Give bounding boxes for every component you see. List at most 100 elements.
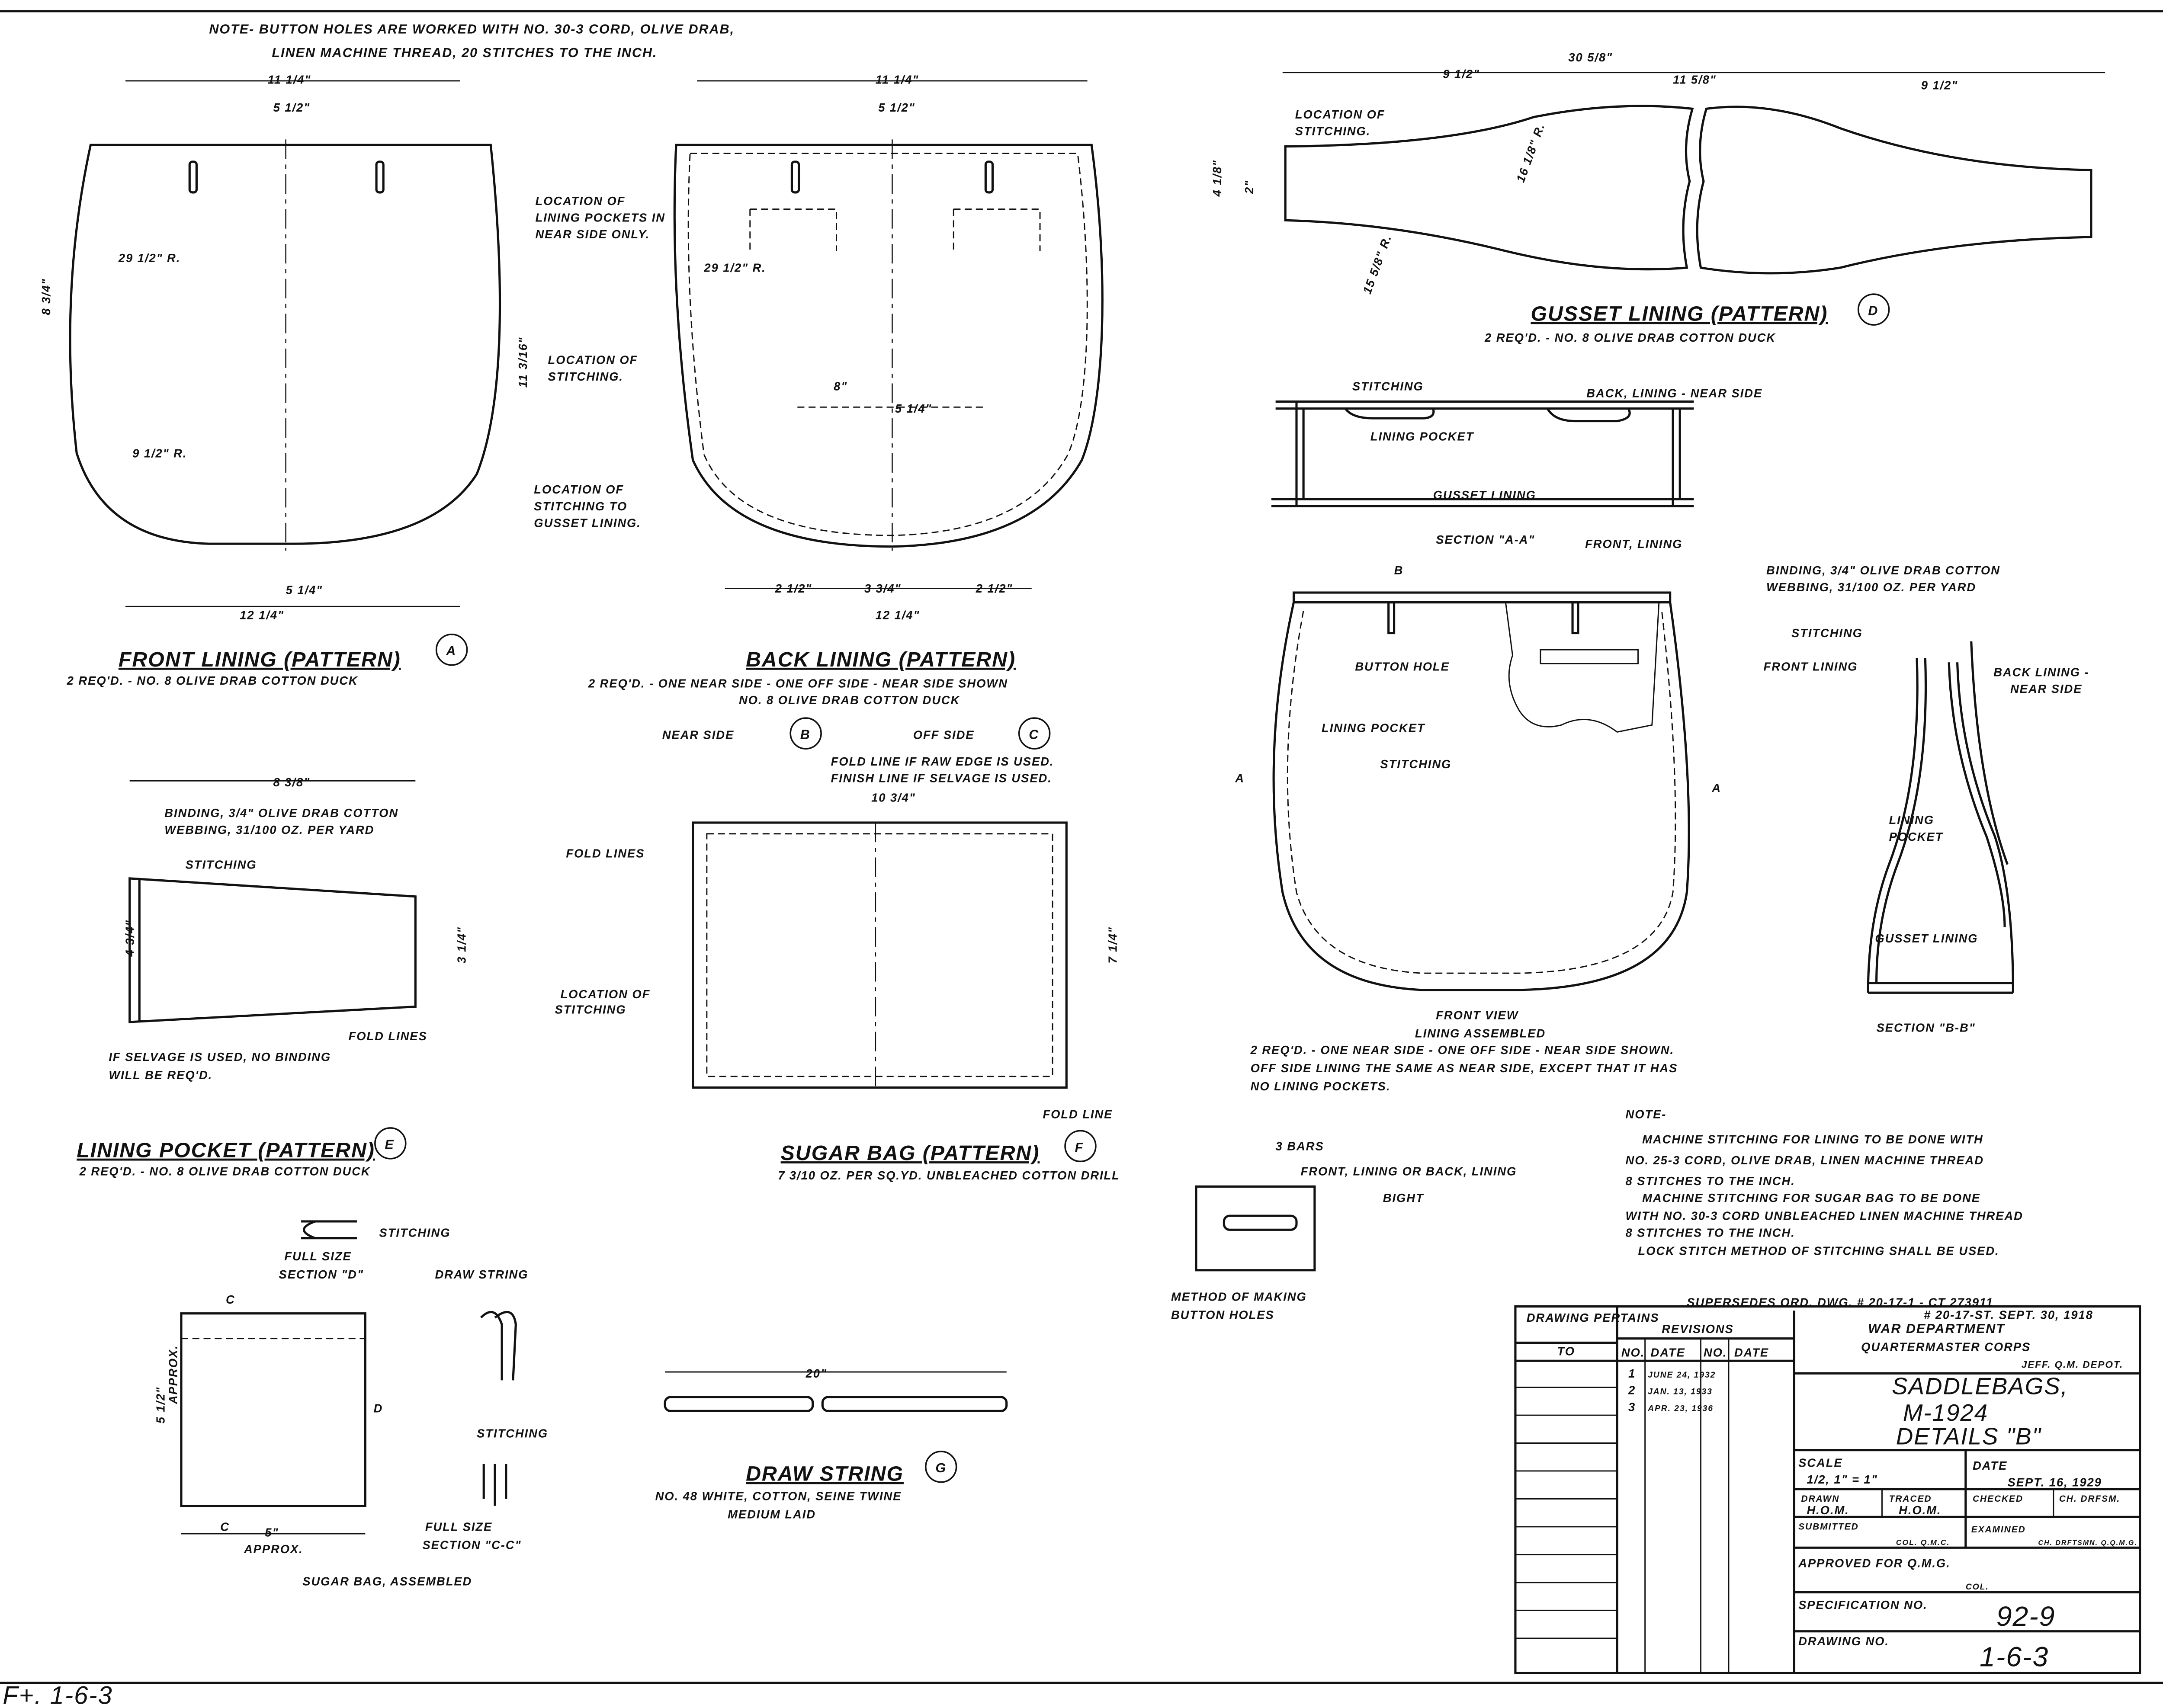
note-line: NO. 25-3 CORD, OLIVE DRAB, LINEN MACHINE…: [1626, 1154, 1984, 1167]
button-hole-swatch: [1195, 1185, 1316, 1272]
off-side-letter: C: [1029, 727, 1039, 742]
sba-draw-string: DRAW STRING: [435, 1268, 528, 1281]
top-note-line2: LINEN MACHINE THREAD, 20 STITCHES TO THE…: [272, 45, 657, 60]
button-hole-method: 3 BARS FRONT, LINING OR BACK, LINING BIG…: [1171, 1140, 1516, 1322]
button-hole-mark: [375, 160, 385, 194]
rev-date: JUNE 24, 1932: [1648, 1371, 1716, 1380]
sba-title: SUGAR BAG, ASSEMBLED: [302, 1574, 472, 1588]
note-line: 8 STITCHES TO THE INCH.: [1626, 1174, 1795, 1188]
back-dim-right: 2 1/2": [976, 582, 1013, 595]
tb-submitted-title: COL. Q.M.C.: [1896, 1538, 1950, 1547]
sugar-bag-pattern: NEAR SIDE B OFF SIDE C FOLD LINE IF RAW …: [555, 717, 1119, 1182]
sba-marker-c-bottom: C: [220, 1520, 230, 1534]
callout-circle: [435, 633, 468, 666]
pocket-dim-left: 4 3/4": [123, 920, 136, 957]
pocket-dim-right: 3 1/4": [455, 926, 468, 963]
gusset-dim-radius2: 15 5/8" R.: [1360, 233, 1394, 295]
aa-back-lining: BACK, LINING - NEAR SIDE: [1586, 387, 1762, 400]
section-b-b-profile: [1867, 641, 2014, 993]
back-lining-subtitle1: 2 REQ'D. - ONE NEAR SIDE - ONE OFF SIDE …: [588, 676, 1008, 690]
button-hole: [1387, 601, 1396, 634]
pocket-location-marks: [749, 208, 1041, 251]
gusset-lining-pattern: 9 1/2" 30 5/8" 11 5/8" 9 1/2" 4 1/8" 2" …: [1210, 51, 2105, 344]
front-lining-pattern: 11 1/4" 5 1/2" 29 1/2" R. 9 1/2" R. 5 1/…: [39, 73, 501, 687]
sugar-fold-line: FOLD LINE: [1043, 1107, 1113, 1121]
callout-circle: [1857, 293, 1890, 326]
section-a-a: STITCHING BACK, LINING - NEAR SIDE LININ…: [1271, 380, 1762, 551]
label-gusset-2: STITCHING TO: [534, 500, 627, 513]
pocket-dim-top: 8 3/8": [273, 775, 310, 789]
fv-marker-a-right: A: [1711, 781, 1721, 795]
section-b-b: BINDING, 3/4" OLIVE DRAB COTTON WEBBING,…: [1764, 564, 2089, 1034]
front-dim-corner-radius: 9 1/2" R.: [132, 446, 187, 460]
fv-note3: NO LINING POCKETS.: [1251, 1080, 1391, 1093]
rev-date: APR. 23, 1936: [1647, 1404, 1714, 1413]
draw-string-sub2: MEDIUM LAID: [728, 1508, 816, 1521]
bb-back-lining1: BACK LINING -: [1993, 665, 2089, 679]
label-gusset-1: LOCATION OF: [534, 483, 624, 496]
back-dim-height: 11 3/16": [516, 336, 530, 388]
fv-title2: LINING ASSEMBLED: [1415, 1026, 1546, 1040]
back-dim-radius: 29 1/2" R.: [703, 261, 766, 275]
tb-date2: DATE: [1734, 1346, 1769, 1359]
top-note: NOTE- BUTTON HOLES ARE WORKED WITH NO. 3…: [209, 22, 734, 60]
lining-pocket-letter: E: [385, 1137, 394, 1152]
callout-circle: [1018, 717, 1051, 750]
tb-examined-label: EXAMINED: [1971, 1525, 2026, 1535]
sugar-dim-top: 10 3/4": [871, 791, 916, 804]
draw-string-sub1: NO. 48 WHITE, COTTON, SEINE TWINE: [655, 1490, 902, 1503]
button-hole-mark: [790, 160, 800, 194]
tb-no2: NO.: [1704, 1346, 1727, 1359]
front-dim-bottom-half: 5 1/4": [286, 583, 323, 596]
stitching-line: [687, 153, 1088, 536]
tb-drawing-no-label: DRAWING NO.: [1798, 1634, 1889, 1648]
gusset-letter: D: [1868, 304, 1878, 318]
sugar-location1: LOCATION OF: [560, 987, 650, 1001]
sba-stitching: STITCHING: [477, 1427, 548, 1440]
tb-title3: DETAILS "B": [1896, 1423, 2042, 1450]
pocket-stitching: STITCHING: [186, 858, 257, 871]
gusset-bottom: [1868, 982, 2013, 994]
tb-date: DATE: [1651, 1346, 1685, 1359]
gusset-dim-radius: 16 1/8" R.: [1514, 121, 1547, 184]
fold-note2: FINISH LINE IF SELVAGE IS USED.: [831, 771, 1052, 785]
sugar-location2: STITCHING: [555, 1003, 626, 1016]
sba-marker-d: D: [374, 1402, 383, 1415]
sugar-bag-title: SUGAR BAG (PATTERN): [781, 1141, 1040, 1165]
tb-ch-drftsm-label: CH. DRFSM.: [2059, 1494, 2120, 1504]
draw-string-pattern: 20" DRAW STRING G NO. 48 WHITE, COTTON, …: [655, 1367, 1008, 1521]
pocket-binding2: WEBBING, 31/100 OZ. PER YARD: [164, 823, 374, 836]
tb-drawn-label: DRAWN: [1801, 1494, 1840, 1504]
label-pockets-3: NEAR SIDE ONLY.: [535, 228, 650, 241]
rev-no: 2: [1628, 1384, 1636, 1397]
sba-approx: APPROX.: [244, 1542, 303, 1556]
aa-title: SECTION "A-A": [1436, 533, 1535, 546]
sugar-bag-assembled: STITCHING FULL SIZE SECTION "D" DRAW STR…: [154, 1220, 548, 1588]
section-c-c-top: [480, 1311, 517, 1381]
sba-section-d2: SECTION "D": [279, 1268, 364, 1281]
tb-org3: JEFF. Q.M. DEPOT.: [2022, 1359, 2123, 1370]
bb-binding1: BINDING, 3/4" OLIVE DRAB COTTON: [1766, 564, 2000, 577]
back-dim-half: 5 1/2": [878, 101, 915, 114]
back-dim-bottom: 12 1/4": [876, 608, 920, 622]
draw-string-left: [664, 1396, 814, 1412]
gusset-dim-height: 4 1/8": [1210, 160, 1224, 197]
sugar-bag-outline: [692, 821, 1068, 1089]
section-c-c-bottom: [482, 1464, 507, 1506]
tb-to: TO: [1557, 1344, 1575, 1358]
callout-circle: [374, 1127, 407, 1160]
gusset-dim-1: 9 1/2": [1443, 67, 1479, 81]
pocket-binding: [1540, 649, 1639, 664]
sba-dim-height: 5 1/2": [154, 1387, 167, 1423]
fv-button-hole: BUTTON HOLE: [1355, 660, 1449, 673]
front-dim-bottom: 12 1/4": [240, 608, 284, 622]
callout-circle: [1064, 1130, 1097, 1163]
front-lining-title: FRONT LINING (PATTERN): [119, 648, 401, 671]
bars-label: 3 BARS: [1276, 1140, 1324, 1153]
button-hole-stitch: [1223, 1215, 1298, 1231]
front-lining-subtitle: 2 REQ'D. - NO. 8 OLIVE DRAB COTTON DUCK: [67, 674, 358, 687]
tb-title2: M-1924: [1903, 1399, 1988, 1426]
tb-drawing-pertains: DRAWING PERTAINS: [1527, 1311, 1659, 1324]
fv-lining-pocket: LINING POCKET: [1322, 721, 1425, 734]
